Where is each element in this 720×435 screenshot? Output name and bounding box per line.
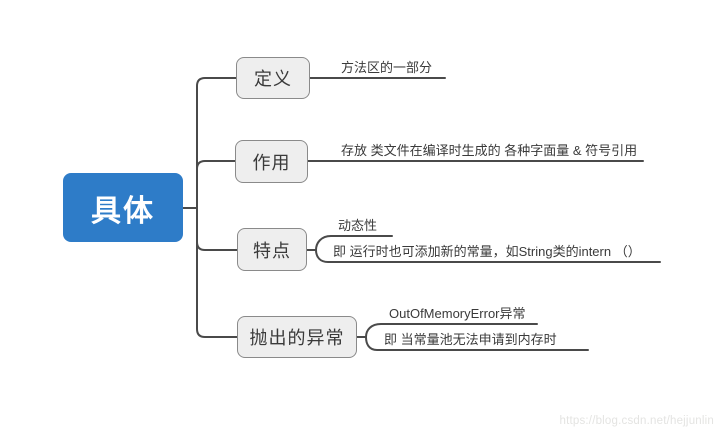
root-node[interactable]: 具体 [63, 173, 183, 242]
leaf-line-exceptions-2 [365, 336, 589, 351]
connector-branch-features [196, 241, 238, 251]
branch-node-exceptions-label: 抛出的异常 [249, 328, 345, 348]
connector-branch-exceptions [196, 207, 238, 338]
leaf-topic-features-2[interactable]: 即 运行时也可添加新的常量，如String类的intern （） [333, 244, 641, 259]
root-node-label: 具体 [91, 194, 155, 228]
branch-node-definition-label: 定义 [254, 69, 292, 89]
branch-node-definition[interactable]: 定义 [236, 57, 310, 99]
branch-node-features-label: 特点 [253, 240, 291, 261]
watermark: https://blog.csdn.net/hejjunlin [559, 415, 714, 427]
leaf-line-features-1 [315, 235, 393, 251]
branch-node-function-label: 作用 [252, 152, 291, 173]
connector-branch-definition [196, 77, 237, 209]
branch-node-exceptions[interactable]: 抛出的异常 [237, 316, 357, 358]
branch-node-features[interactable]: 特点 [237, 228, 307, 271]
leaf-topic-definition-1[interactable]: 方法区的一部分 [341, 60, 433, 75]
leaf-topic-features-1[interactable]: 动态性 [338, 218, 378, 233]
leaf-topic-exceptions-1[interactable]: OutOfMemoryError异常 [389, 306, 526, 321]
leaf-topic-exceptions-2[interactable]: 即 当常量池无法申请到内存时 [384, 332, 557, 347]
connector-branch-function [196, 160, 236, 170]
leaf-topic-function-1[interactable]: 存放 类文件在编译时生成的 各种字面量 & 符号引用 [341, 143, 638, 158]
leaf-line-exceptions-1 [365, 323, 538, 338]
branch-node-function[interactable]: 作用 [235, 140, 308, 183]
leaf-line-features-2 [315, 249, 661, 263]
